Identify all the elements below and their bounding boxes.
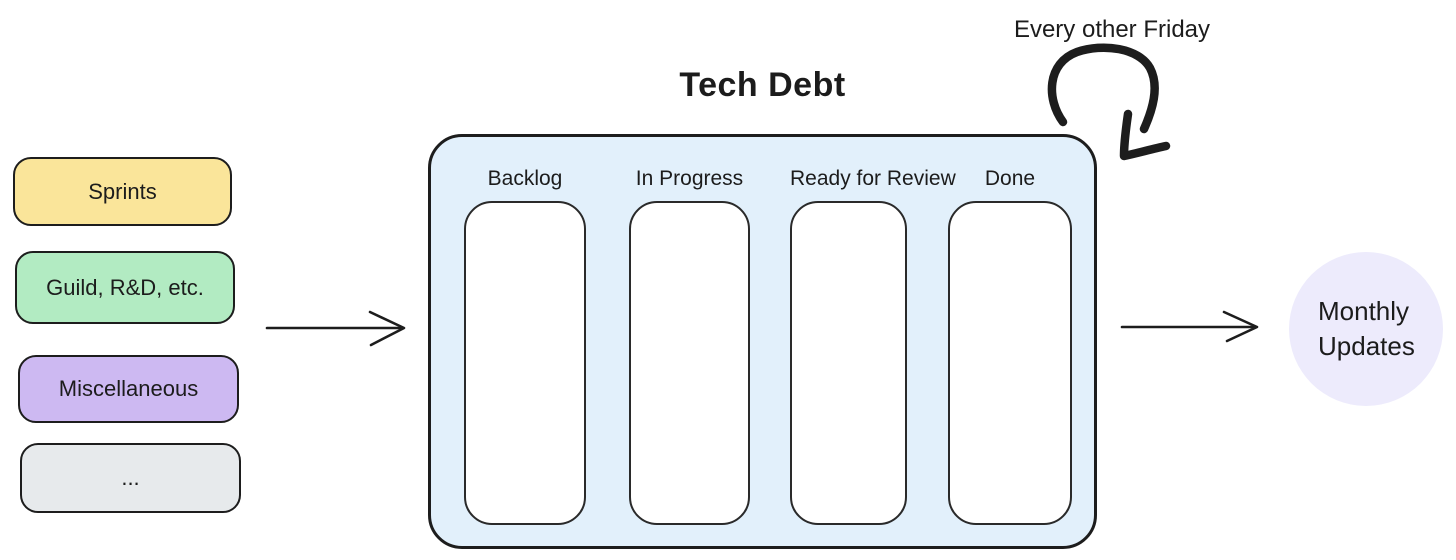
column-done [948,201,1072,525]
input-box-ellipsis-label: ... [121,465,140,490]
board-title: Tech Debt [679,66,846,104]
output-arrow [1120,310,1259,343]
column-header-ready-for-review: Ready for Review [790,167,956,190]
column-backlog [464,201,586,525]
output-label-line-2: Updates [1318,331,1415,361]
input-box-guild-rnd-label: Guild, R&D, etc. [46,274,204,300]
input-box-ellipsis: ... [20,443,241,513]
input-box-miscellaneous: Miscellaneous [18,355,239,423]
input-box-sprints-label: Sprints [88,178,157,204]
input-box-guild-rnd: Guild, R&D, etc. [15,251,235,324]
cadence-note: Every other Friday [1013,16,1211,43]
column-ready-for-review [790,201,907,525]
column-in-progress [629,201,750,525]
column-header-backlog: Backlog [487,167,563,190]
input-box-sprints: Sprints [13,157,232,226]
output-label-line-1: Monthly [1318,296,1410,326]
column-header-done: Done [984,167,1036,190]
input-arrow [265,310,406,347]
tech-debt-board: Backlog In Progress Ready for Review Don… [428,134,1097,549]
column-header-in-progress: In Progress [635,167,744,190]
output-circle: Monthly Updates [1289,252,1443,406]
input-box-miscellaneous-label: Miscellaneous [58,376,199,401]
